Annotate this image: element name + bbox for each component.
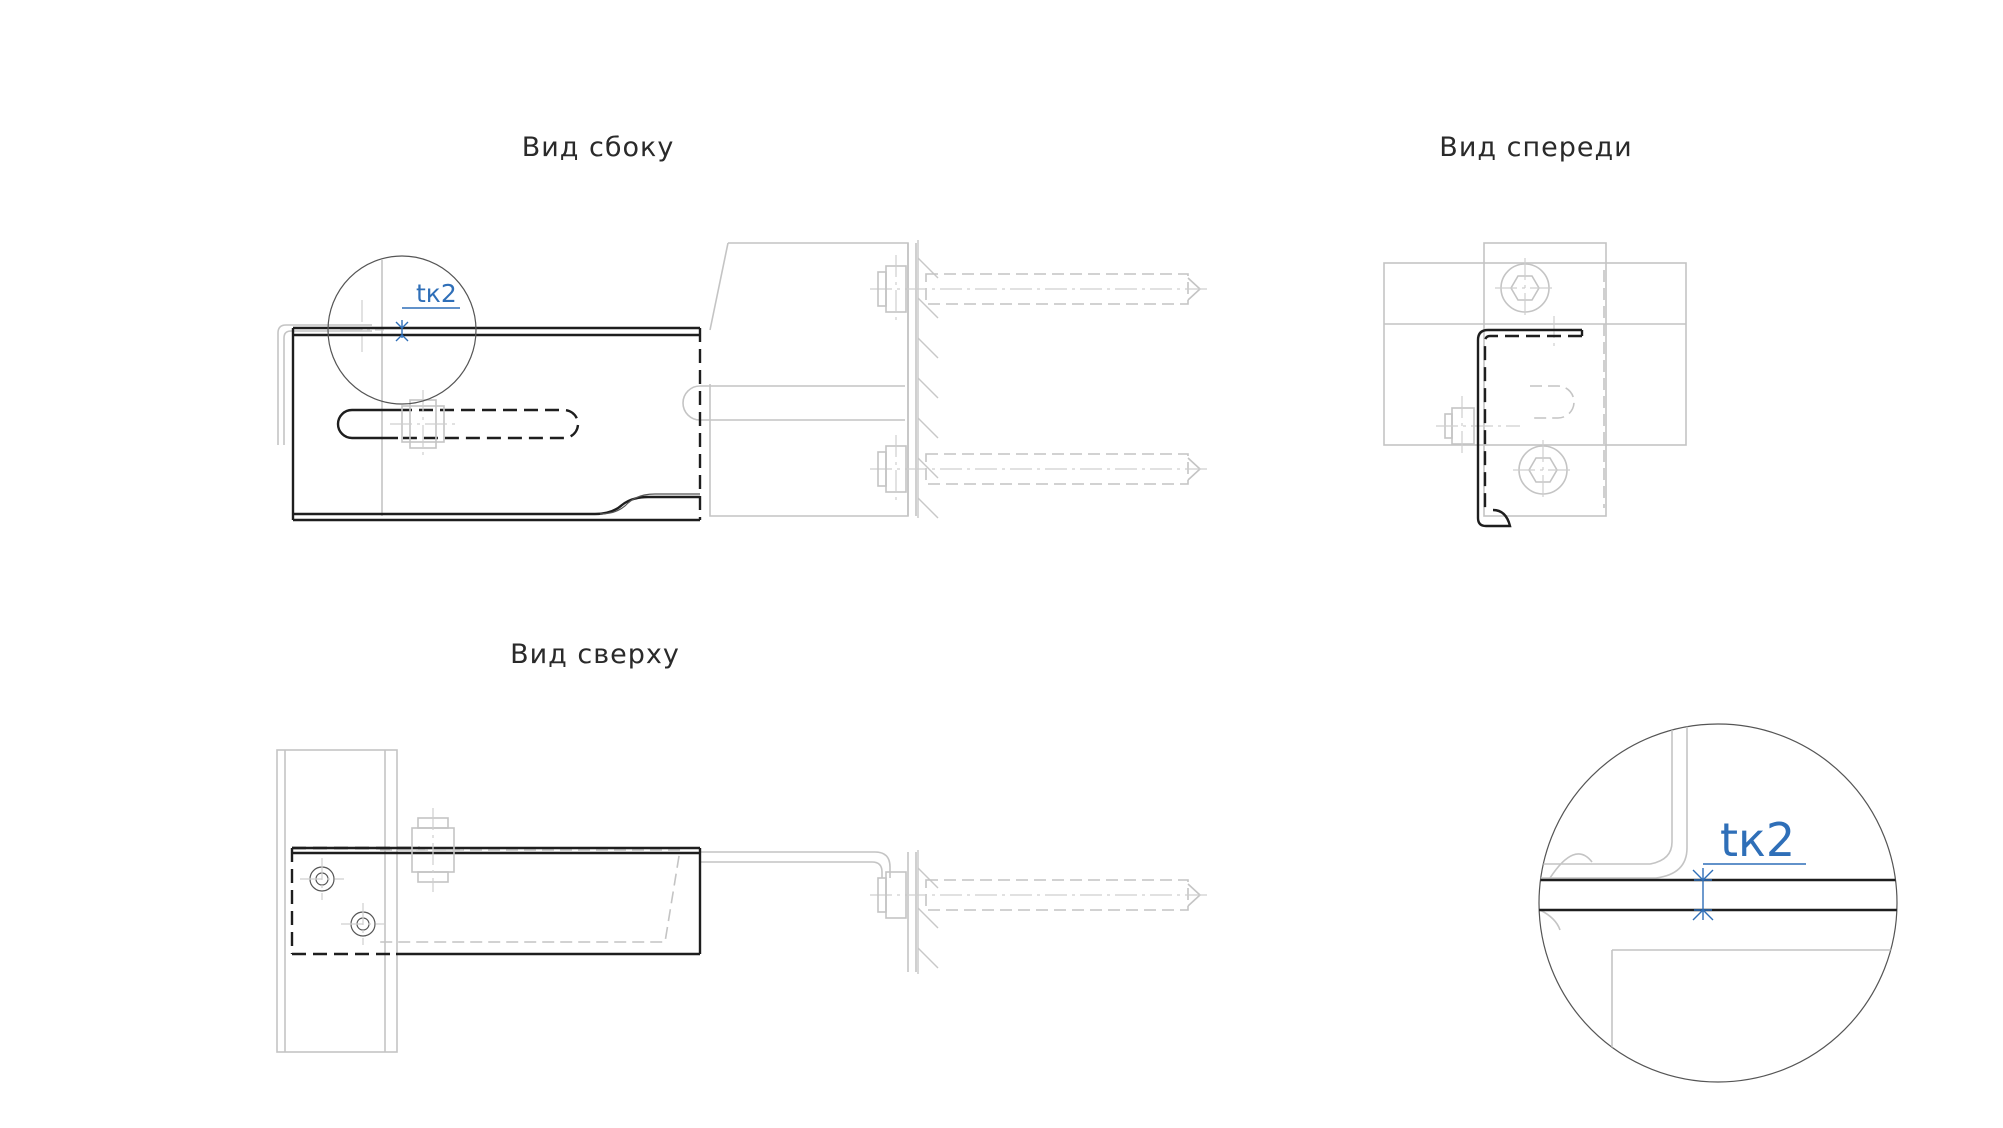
front-view: [1383, 242, 1687, 528]
top-view-bolt: [398, 808, 468, 892]
side-view-dimension-label: tк2: [416, 279, 457, 308]
anchor-bolt-lower: [870, 435, 1210, 503]
top-view-rivet-1: [300, 858, 344, 900]
front-view-plate: [1383, 262, 1687, 446]
top-view-profile: [290, 846, 702, 956]
front-view-bolt-side: [1436, 316, 1555, 456]
front-view-bolt-top: [1495, 258, 1555, 318]
side-view-dimension: tк2: [395, 279, 460, 342]
detail-view-circle: [1538, 723, 1898, 1083]
front-view-bolt-bottom: [1513, 440, 1573, 500]
front-view-profile: [1476, 328, 1584, 528]
side-view-wall-bracket: [381, 240, 1210, 519]
detail-marker-circle: [327, 255, 477, 405]
top-view-plate: [276, 749, 398, 1053]
front-view-title: Вид спереди: [1439, 132, 1632, 163]
detail-view-dimension-label: tк2: [1720, 813, 1795, 867]
anchor-bolt-upper: [870, 255, 1210, 323]
side-view: tк2: [277, 240, 1210, 522]
top-view: [276, 749, 1210, 1053]
top-view-title: Вид сверху: [510, 639, 680, 670]
detail-view: tк2: [1538, 723, 1898, 1083]
side-view-profile: [291, 326, 702, 522]
side-view-title: Вид сбоку: [522, 132, 675, 163]
top-view-rivet-2: [341, 903, 385, 945]
